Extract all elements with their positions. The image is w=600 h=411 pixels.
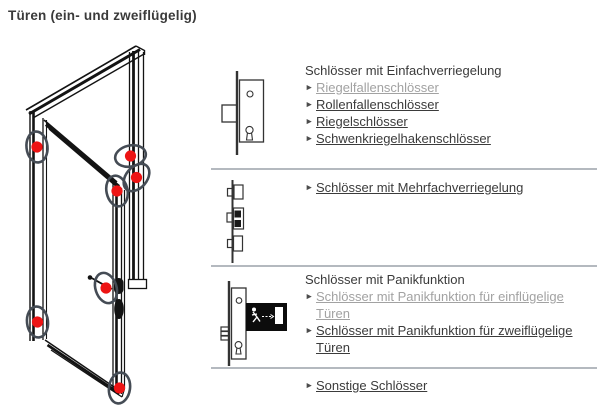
panic-exit-lock-icon	[220, 281, 287, 366]
door-marker[interactable]	[104, 174, 131, 209]
link-row: ► Sonstige Schlösser	[305, 377, 600, 394]
link-panik-zweifluegelig[interactable]: Schlösser mit Panikfunktion für zweiflüg…	[316, 323, 573, 355]
link-sonstige-schloesser[interactable]: Sonstige Schlösser	[316, 378, 428, 393]
link-row: ► Schlösser mit Mehrfachverriegelung	[305, 179, 600, 196]
running-man-icon	[251, 307, 261, 323]
exit-door-glyph	[275, 307, 283, 324]
arrow-bullet-icon: ►	[305, 116, 314, 126]
link-mehrfachverriegelung[interactable]: Schlösser mit Mehrfachverriegelung	[316, 180, 524, 195]
link-schwenkriegelhakenschloesser[interactable]: Schwenkriegelhakenschlösser	[316, 131, 491, 146]
multipoint-lock-icon	[226, 180, 245, 263]
link-riegelschloesser[interactable]: Riegelschlösser	[316, 114, 408, 129]
link-rollenfallenschloesser[interactable]: Rollenfallenschlösser	[316, 97, 439, 112]
door-marker[interactable]	[25, 130, 49, 164]
page-title: Türen (ein- und zweiflügelig)	[8, 8, 197, 23]
door-leaf	[43, 119, 126, 398]
link-row: ► Riegelfallenschlösser	[305, 79, 600, 96]
section-divider	[211, 367, 597, 369]
door-handle	[87, 275, 124, 319]
door-marker[interactable]	[107, 371, 132, 405]
link-row: ► Riegelschlösser	[305, 113, 600, 130]
link-panik-einfluegelig[interactable]: Schlösser mit Panikfunktion für einflüge…	[316, 289, 564, 321]
door-lock-hotspots[interactable]	[25, 130, 155, 405]
section-mehrfachverriegelung: ► Schlösser mit Mehrfachverriegelung	[305, 179, 600, 196]
arrow-bullet-icon: ►	[305, 380, 314, 390]
section-heading: Schlösser mit Panikfunktion	[305, 272, 465, 287]
arrow-bullet-icon: ►	[305, 82, 314, 92]
section-divider	[211, 168, 597, 170]
single-point-mortise-lock-icon	[221, 71, 265, 155]
arrow-bullet-icon: ►	[305, 325, 314, 335]
door-marker[interactable]	[118, 159, 154, 196]
arrow-bullet-icon: ►	[305, 99, 314, 109]
section-sonstige: ► Sonstige Schlösser	[305, 377, 600, 394]
link-row: ► Schlösser mit Panikfunktion für zweifl…	[305, 322, 600, 356]
door-marker[interactable]	[91, 270, 121, 306]
link-row: ► Rollenfallenschlösser	[305, 96, 600, 113]
arrow-bullet-icon: ►	[305, 133, 314, 143]
door-diagram	[25, 45, 155, 405]
arrow-bullet-icon: ►	[305, 182, 314, 192]
link-riegelfallenschloesser[interactable]: Riegelfallenschlösser	[316, 80, 439, 95]
link-row: ► Schlösser mit Panikfunktion für einflü…	[305, 288, 600, 322]
link-row: ► Schwenkriegelhakenschlösser	[305, 130, 600, 147]
section-heading: Schlösser mit Einfachverriegelung	[305, 63, 502, 78]
section-panikfunktion: Schlösser mit Panikfunktion ► Schlösser …	[305, 271, 600, 356]
arrow-bullet-icon: ►	[305, 291, 314, 301]
section-einfachverriegelung: Schlösser mit Einfachverriegelung ► Rieg…	[305, 62, 600, 147]
door-marker[interactable]	[25, 305, 50, 339]
section-divider	[211, 265, 597, 267]
door-marker[interactable]	[113, 143, 148, 170]
